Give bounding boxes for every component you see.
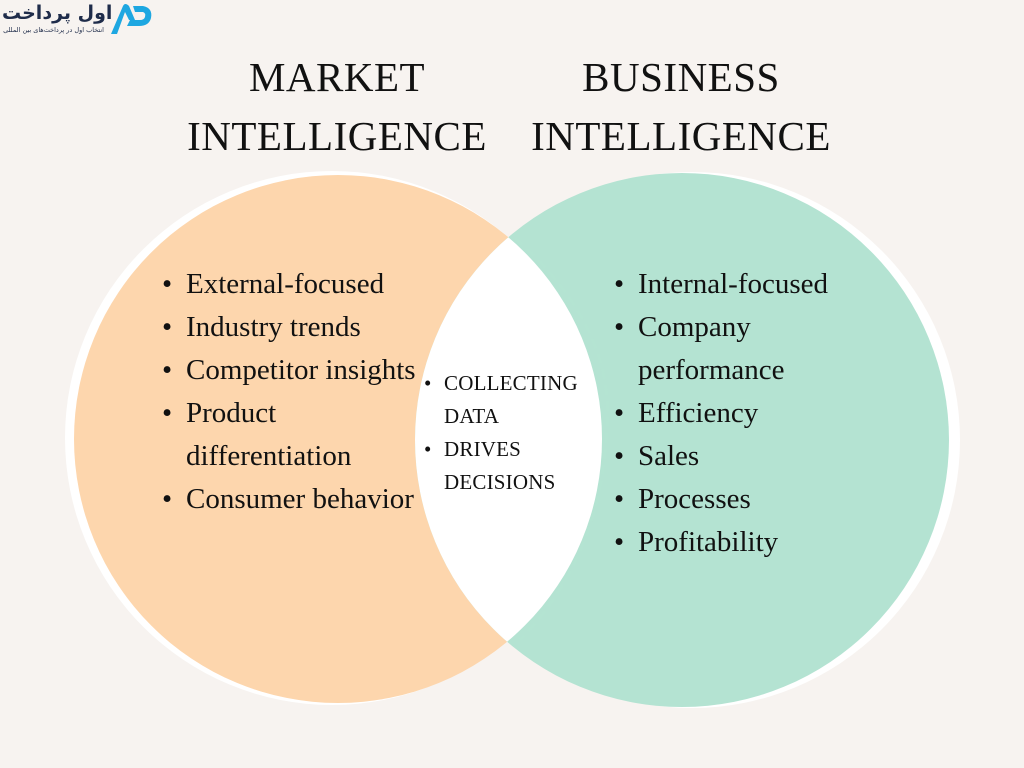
bullet-icon: • (614, 311, 625, 343)
list-item: •Efficiency (614, 392, 888, 435)
market-intelligence-list: •External-focused •Industry trends •Comp… (162, 263, 436, 521)
bullet-icon: • (614, 440, 625, 472)
business-heading-line1: BUSINESS (582, 54, 780, 100)
bullet-icon: • (162, 268, 173, 300)
market-heading-line2: INTELLIGENCE (187, 113, 487, 159)
list-item: •DRIVES DECISIONS (424, 433, 604, 499)
list-item: •Company performance (614, 306, 888, 392)
list-item: •Internal-focused (614, 263, 888, 306)
bullet-icon: • (162, 354, 173, 386)
brand-subtitle: انتخاب اول در پرداخت‌های بین المللی (3, 26, 104, 34)
bullet-icon: • (614, 483, 625, 515)
list-item: •External-focused (162, 263, 436, 306)
brand-mark-icon (111, 4, 152, 34)
list-item: •Industry trends (162, 306, 436, 349)
brand-logo: اول پرداخت انتخاب اول در پرداخت‌های بین … (2, 0, 162, 44)
bullet-icon: • (424, 437, 432, 461)
list-item: •Profitability (614, 521, 888, 564)
business-intelligence-list: •Internal-focused •Company performance •… (614, 263, 888, 564)
bullet-icon: • (614, 268, 625, 300)
list-item: •Product differentiation (162, 392, 436, 478)
overlap-region (415, 175, 602, 703)
list-item: •Sales (614, 435, 888, 478)
business-heading-line2: INTELLIGENCE (531, 113, 831, 159)
bullet-icon: • (162, 483, 173, 515)
list-item: •Processes (614, 478, 888, 521)
overlap-sketch-line (514, 236, 610, 642)
market-intelligence-heading: MARKET INTELLIGENCE (178, 48, 496, 166)
bullet-icon: • (162, 311, 173, 343)
list-item: •Competitor insights (162, 349, 436, 392)
bullet-icon: • (162, 397, 173, 429)
bullet-icon: • (614, 526, 625, 558)
bullet-icon: • (424, 371, 432, 395)
market-heading-line1: MARKET (248, 54, 426, 100)
shared-list: •COLLECTING DATA •DRIVES DECISIONS (424, 367, 604, 499)
brand-title: اول پرداخت (2, 2, 113, 24)
list-item: •COLLECTING DATA (424, 367, 604, 433)
list-item: •Consumer behavior (162, 478, 436, 521)
business-intelligence-heading: BUSINESS INTELLIGENCE (522, 48, 840, 166)
bullet-icon: • (614, 397, 625, 429)
